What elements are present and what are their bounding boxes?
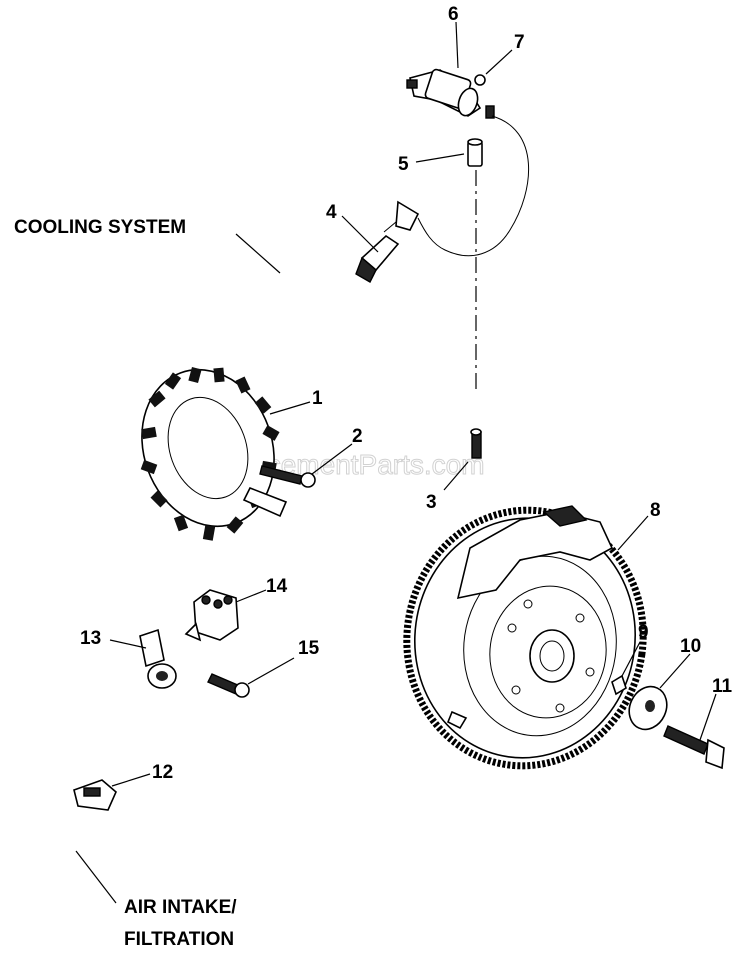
air-intake-label-line2: FILTRATION: [124, 929, 234, 950]
screw-15-part: [207, 673, 250, 698]
callout-1: 1: [312, 388, 323, 409]
spacer-part: [467, 138, 483, 167]
ignition-wire: [417, 115, 530, 257]
callout-9: 9: [638, 622, 649, 643]
flywheel-part: [403, 505, 647, 770]
air-intake-label-line1: AIR INTAKE/: [124, 897, 237, 918]
clamp-part: [139, 628, 177, 689]
stator-part: [140, 366, 288, 541]
callout-7: 7: [514, 32, 525, 53]
callout-5: 5: [398, 154, 409, 175]
callout-6: 6: [448, 4, 459, 25]
ignition-coil-part: [406, 68, 495, 119]
spark-plug-part: [355, 200, 420, 283]
callout-14: 14: [266, 576, 288, 597]
callout-13: 13: [80, 628, 101, 649]
callout-4: 4: [326, 202, 337, 223]
air-intake-pointer: [75, 850, 117, 904]
callout-3: 3: [426, 492, 437, 513]
connector-part: [184, 589, 239, 642]
screw-2-part: [259, 465, 316, 488]
leader-lines: [109, 21, 717, 787]
key-part: [611, 674, 627, 696]
screw-3-part: [470, 428, 482, 459]
callout-15: 15: [298, 638, 320, 659]
flywheel-bolt-part: [663, 725, 725, 770]
callout-8: 8: [650, 500, 661, 521]
cooling-system-label: COOLING SYSTEM: [14, 217, 186, 238]
callout-11: 11: [712, 676, 733, 697]
terminal-block-part: [73, 779, 117, 811]
callout-10: 10: [680, 636, 701, 657]
callout-2: 2: [352, 426, 363, 447]
cooling-system-pointer: [235, 233, 281, 274]
washer-part: [628, 685, 668, 731]
callout-12: 12: [152, 762, 173, 783]
